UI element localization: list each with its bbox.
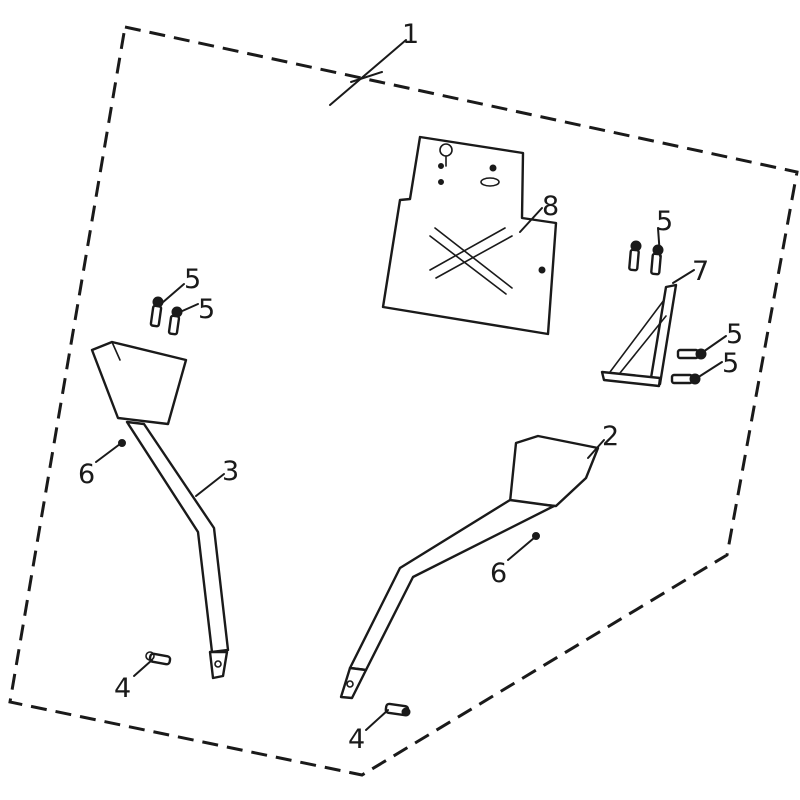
assembly-boundary: [8, 25, 799, 777]
plate-part[interactable]: [381, 135, 558, 336]
leader-lines: [95, 39, 727, 731]
bolt-left-b[interactable]: [167, 306, 183, 336]
callout-plate: 8: [542, 191, 559, 222]
bolt-left-a[interactable]: [149, 296, 164, 328]
bolt-right-b[interactable]: [670, 373, 701, 385]
callout-bolt-left-b: 5: [198, 294, 215, 325]
pin-right[interactable]: [384, 702, 411, 717]
pin-left[interactable]: [145, 651, 172, 666]
bolt-top-right-a[interactable]: [628, 240, 642, 272]
callout-right-strut: 2: [602, 421, 619, 452]
callout-pin-left: 4: [114, 673, 131, 704]
callout-bolt-right-b: 5: [722, 348, 739, 379]
callout-left-strut: 3: [222, 456, 239, 487]
callout-bracket: 7: [692, 256, 709, 287]
left-strut-part[interactable]: [90, 340, 230, 680]
callout-bolt-right-a: 5: [726, 319, 743, 350]
callout-clip-right: 6: [490, 558, 507, 589]
callout-assembly: 1: [402, 19, 419, 50]
callouts: 1 8 5 7 5 5 5 5 2 3 6 6 4 4: [78, 19, 743, 755]
right-strut-part[interactable]: [339, 434, 600, 700]
callout-bolt-left-a: 5: [184, 264, 201, 295]
bracket-part[interactable]: [600, 283, 678, 388]
callout-bolt-top-right: 5: [656, 206, 673, 237]
bolt-right-a[interactable]: [676, 348, 707, 360]
callout-clip-left: 6: [78, 459, 95, 490]
callout-pin-right: 4: [348, 724, 365, 755]
bolt-top-right-b[interactable]: [650, 244, 664, 276]
